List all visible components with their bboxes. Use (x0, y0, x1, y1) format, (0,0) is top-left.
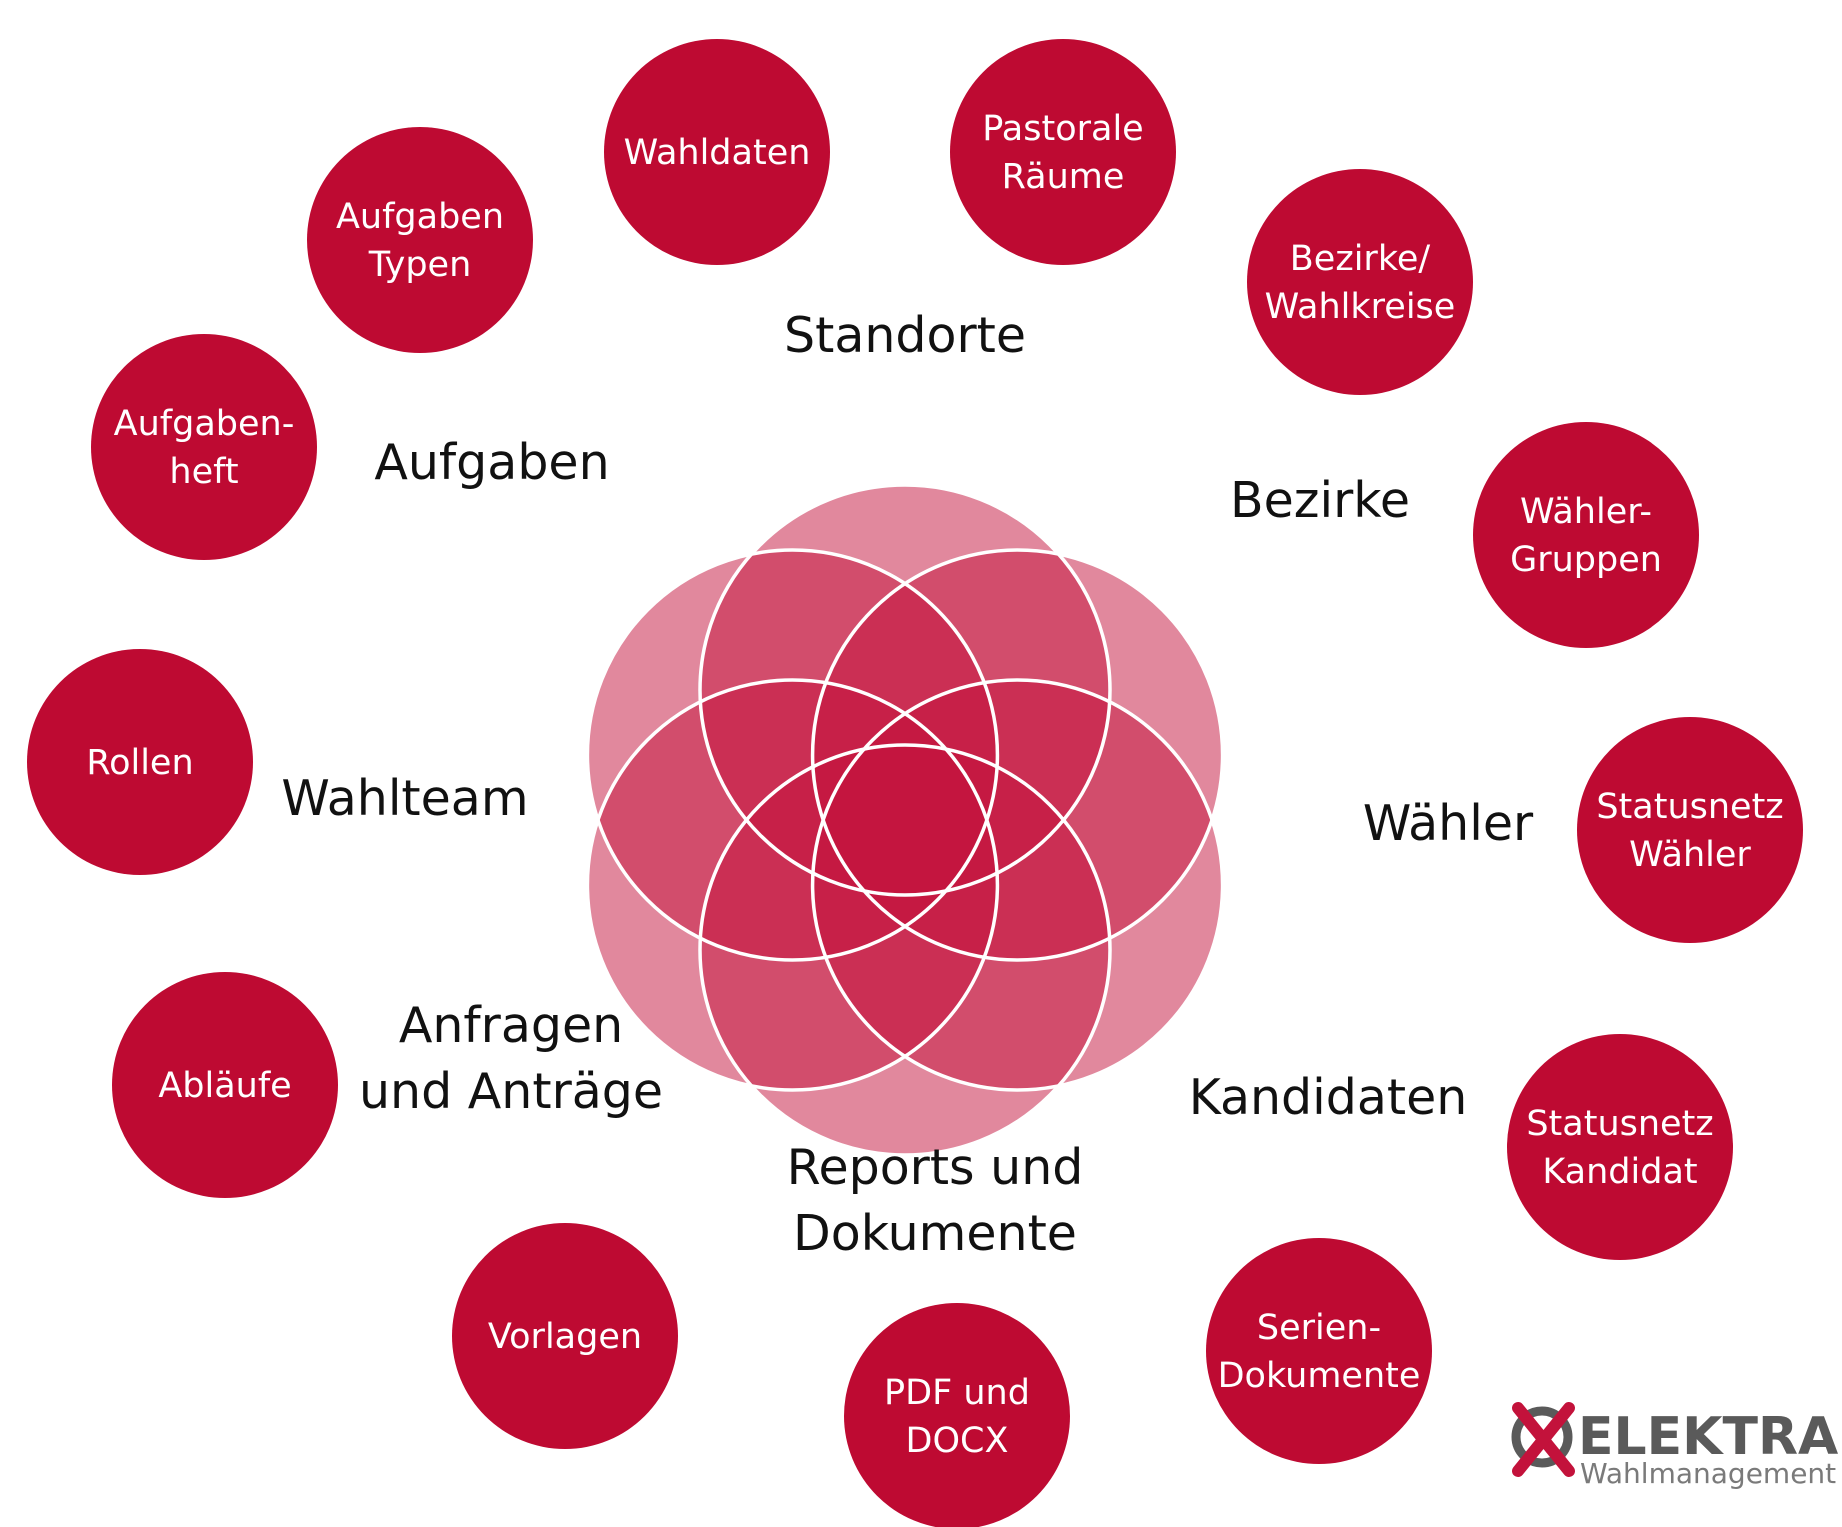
feature-circle (1507, 1034, 1733, 1260)
feature-label: heft (169, 452, 238, 492)
petal-outline (810, 678, 1225, 1092)
feature-label: Wähler (1629, 835, 1751, 875)
feature-label: Wahldaten (624, 133, 811, 173)
feature-label: Kandidat (1542, 1152, 1697, 1192)
feature-label: PDF und (884, 1373, 1030, 1413)
feature-label: Gruppen (1510, 540, 1662, 580)
feature-circle (91, 334, 317, 560)
logo-tagline: Wahlmanagement (1580, 1457, 1836, 1490)
logo-name: ELEKTRA (1578, 1407, 1838, 1467)
feature-circle (452, 1223, 678, 1449)
feature-bubble: Bezirke/Wahlkreise (1247, 169, 1473, 395)
petal-outline (810, 548, 1225, 962)
feature-circle (844, 1303, 1070, 1527)
feature-label: Vorlagen (488, 1317, 642, 1357)
feature-label: DOCX (906, 1421, 1009, 1461)
feature-bubble: Aufgaben-heft (91, 334, 317, 560)
petal-outline (698, 743, 1112, 1157)
feature-label: Statusnetz (1596, 787, 1783, 827)
feature-bubble: Wähler- Gruppen (1473, 422, 1699, 648)
feature-bubble: Rollen (27, 649, 253, 875)
module-labels: StandorteBezirkeWählerKandidatenReports … (281, 307, 1534, 1262)
module-label: Bezirke (1230, 472, 1410, 529)
feature-circle (1206, 1238, 1432, 1464)
feature-bubble: Vorlagen (452, 1223, 678, 1449)
feature-label: Rollen (86, 743, 193, 783)
feature-bubble: Wahldaten (604, 39, 830, 265)
feature-label: Aufgaben (336, 197, 504, 237)
feature-label: Typen (368, 245, 472, 285)
elektra-logo: ELEKTRA Wahlmanagement (1511, 1402, 1838, 1490)
feature-circle (604, 39, 830, 265)
module-label: Standorte (784, 307, 1026, 364)
petal-outlines (585, 483, 1225, 1157)
feature-label: Wähler- (1520, 492, 1652, 532)
module-label: Kandidaten (1189, 1069, 1468, 1126)
module-label: und Anträge (359, 1063, 663, 1120)
feature-circle (1247, 169, 1473, 395)
feature-bubbles: WahldatenPastoraleRäumeBezirke/Wahlkreis… (27, 39, 1803, 1527)
feature-circle (27, 649, 253, 875)
module-label: Aufgaben (374, 434, 609, 491)
feature-bubble: Abläufe (112, 972, 338, 1198)
central-petal-flower (587, 485, 1223, 1155)
feature-label: Statusnetz (1526, 1104, 1713, 1144)
petal-outline (698, 483, 1112, 897)
feature-circle (1473, 422, 1699, 648)
feature-label: Bezirke/ (1290, 239, 1431, 279)
module-label: Wähler (1363, 795, 1534, 852)
feature-circle (307, 127, 533, 353)
feature-label: Aufgaben- (114, 404, 295, 444)
ballot-cross-icon (1511, 1402, 1575, 1477)
feature-label: Serien- (1257, 1308, 1381, 1348)
feature-label: Dokumente (1218, 1356, 1421, 1396)
feature-label: Abläufe (158, 1066, 291, 1106)
module-label: Anfragen (399, 997, 623, 1054)
petal-outline (585, 678, 1000, 1092)
module-label: Reports und (787, 1139, 1084, 1196)
feature-label: Räume (1002, 157, 1125, 197)
module-label: Dokumente (793, 1205, 1077, 1262)
feature-circle (950, 39, 1176, 265)
feature-label: Pastorale (982, 109, 1143, 149)
petal-circle (587, 550, 998, 960)
petal-outline (585, 548, 1000, 962)
feature-circle (1577, 717, 1803, 943)
module-label: Wahlteam (281, 770, 528, 827)
feature-circle (112, 972, 338, 1198)
feature-label: Wahlkreise (1265, 287, 1456, 327)
feature-bubble: Serien- Dokumente (1206, 1238, 1432, 1464)
